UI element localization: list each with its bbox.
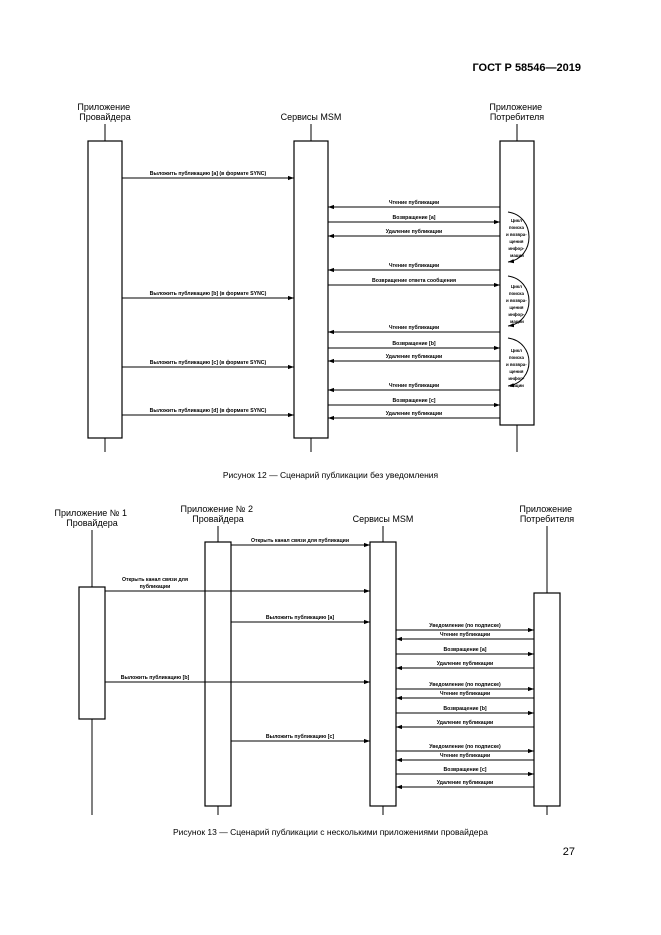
msg-label: Чтение публикации bbox=[389, 382, 439, 389]
msg-label: Чтение публикации bbox=[440, 752, 490, 759]
msg-label: Уведомление (по подписке) bbox=[429, 744, 501, 750]
msg-label: Возвращение [b] bbox=[392, 341, 435, 347]
msg-label: Уведомление (по подписке) bbox=[429, 682, 501, 688]
msg-label: Чтение публикации bbox=[389, 262, 439, 269]
msg-label: публикации bbox=[140, 583, 171, 590]
msg-label: Возвращение [b] bbox=[443, 706, 486, 712]
activation-provider bbox=[87, 140, 123, 439]
msg-label: Выложить публикацию [b] bbox=[121, 674, 190, 681]
activation-msm bbox=[293, 140, 329, 439]
loop-note: Цикл поиска и возвра- щения инфор- мации bbox=[506, 348, 528, 388]
figure-13: Приложение № 1 Провайдера Приложение № 2… bbox=[55, 504, 574, 815]
msg-label: Удаление публикации bbox=[437, 779, 493, 786]
msg-label: Чтение публикации bbox=[440, 690, 490, 697]
msg-label: Выложить публикацию [d] (в формате SYNC) bbox=[150, 407, 267, 414]
msg-label: Возвращение [a] bbox=[444, 647, 487, 653]
figure-12: Приложение Провайдера Сервисы MSM Прилож… bbox=[77, 102, 544, 452]
msg-label: Удаление публикации bbox=[386, 228, 442, 235]
msg-label: Удаление публикации bbox=[437, 719, 493, 726]
participant-provider-1-label: Приложение № 1 Провайдера bbox=[55, 508, 130, 528]
activation-consumer bbox=[499, 140, 535, 426]
activation-provider-2 bbox=[204, 541, 232, 807]
participant-msm-label: Сервисы MSM bbox=[353, 514, 414, 524]
msg-label: Удаление публикации bbox=[386, 353, 442, 360]
msg-label: Выложить публикацию [c] bbox=[266, 733, 334, 740]
loop-note: Цикл поиска и возвра- щения инфор- мации bbox=[506, 218, 528, 258]
participant-provider-label: Приложение Провайдера bbox=[77, 102, 132, 122]
msg-label: Выложить публикацию [a] bbox=[266, 614, 334, 621]
msg-label: Возвращение [a] bbox=[393, 215, 436, 221]
msg-label: Возвращение [c] bbox=[393, 398, 436, 404]
loop-arrow bbox=[507, 211, 530, 264]
activation-consumer bbox=[533, 592, 561, 807]
msg-label: Уведомление (по подписке) bbox=[429, 623, 501, 629]
page-number: 27 bbox=[562, 846, 575, 858]
participant-consumer-label: Приложение Потребителя bbox=[489, 102, 544, 122]
msg-label: Возвращение ответа сообщения bbox=[372, 277, 456, 284]
loop-arrow bbox=[507, 275, 530, 328]
msg-label: Выложить публикацию [a] (в формате SYNC) bbox=[150, 170, 267, 177]
participant-provider-2-label: Приложение № 2 Провайдера bbox=[181, 504, 256, 524]
loop-arrow bbox=[507, 337, 530, 388]
loop-note: Цикл поиска и возвра- щения инфор- мации bbox=[506, 284, 528, 324]
msg-label: Выложить публикацию [b] (в формате SYNC) bbox=[150, 290, 267, 297]
participant-msm-label: Сервисы MSM bbox=[281, 112, 342, 122]
msg-label: Удаление публикации bbox=[386, 410, 442, 417]
msg-label: Чтение публикации bbox=[440, 631, 490, 638]
participant-consumer-label: Приложение Потребителя bbox=[519, 504, 574, 524]
msg-label: Выложить публикацию [c] (в формате SYNC) bbox=[150, 359, 267, 366]
activation-provider-1 bbox=[78, 586, 106, 720]
msg-label: Удаление публикации bbox=[437, 660, 493, 667]
msg-label: Чтение публикации bbox=[389, 199, 439, 206]
figure-13-caption: Рисунок 13 — Сценарий публикации с неско… bbox=[173, 827, 488, 837]
msg-label: Возвращение [c] bbox=[444, 767, 487, 773]
figure-12-caption: Рисунок 12 — Сценарий публикации без уве… bbox=[222, 470, 439, 480]
msg-label: Открыть канал связи для bbox=[122, 577, 188, 583]
standard-header: ГОСТ Р 58546—2019 bbox=[472, 62, 581, 74]
msg-label: Чтение публикации bbox=[389, 324, 439, 331]
msg-label: Открыть канал связи для публикации bbox=[251, 537, 349, 544]
activation-msm bbox=[369, 541, 397, 807]
